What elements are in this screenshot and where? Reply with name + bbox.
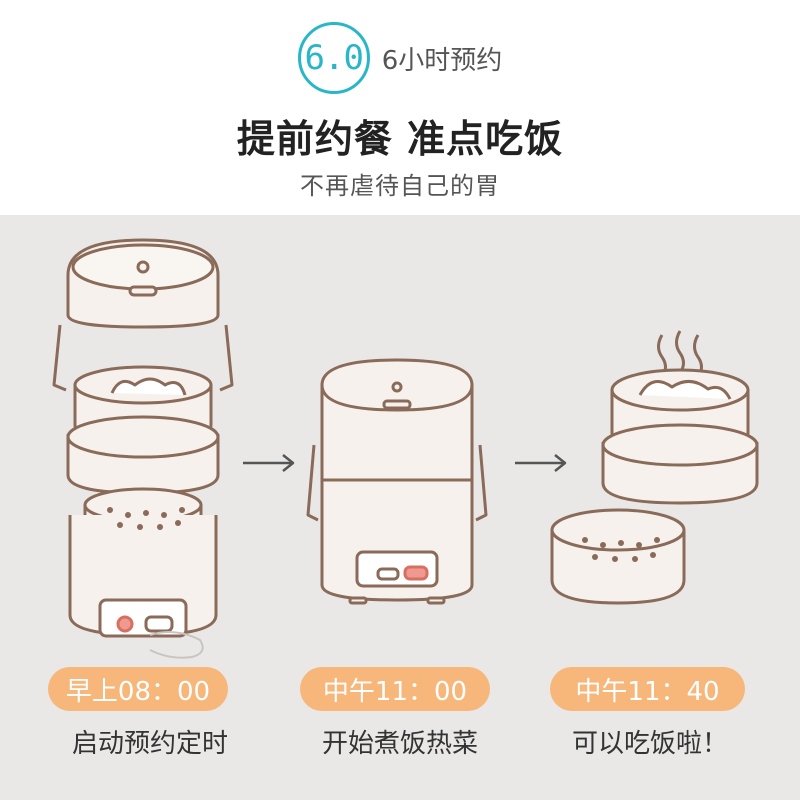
step1-time: 早上08：00	[48, 667, 228, 711]
step3-caption: 可以吃饭啦！	[571, 729, 728, 759]
illustration	[52, 238, 759, 659]
step1-caption: 启动预约定时	[71, 729, 228, 759]
cooker-assembled	[306, 358, 488, 605]
arrow-right-icon	[243, 454, 295, 472]
steps-panel: 早上08：00 中午11：00 中午11：40 启动预约定时 开始煮饭热菜 可以…	[0, 215, 800, 800]
headline: 提前约餐 准点吃饭	[236, 117, 564, 161]
step3-time: 中午11：40	[550, 667, 745, 711]
badge-text: 6小时预约	[381, 45, 503, 76]
step2-caption: 开始煮饭热菜	[321, 729, 478, 759]
step2-time: 中午11：00	[300, 667, 490, 711]
badge-row: 6.0 6小时预约	[0, 22, 800, 94]
arrow-right-icon	[515, 454, 567, 472]
header: 6.0 6小时预约 提前约餐 准点吃饭 不再虐待自己的胃	[0, 0, 800, 215]
cooker-ready	[550, 330, 759, 605]
cooker-exploded	[52, 238, 234, 638]
subline: 不再虐待自己的胃	[300, 172, 500, 200]
badge-number: 6.0	[304, 38, 364, 78]
timer-badge: 6.0	[297, 22, 370, 94]
